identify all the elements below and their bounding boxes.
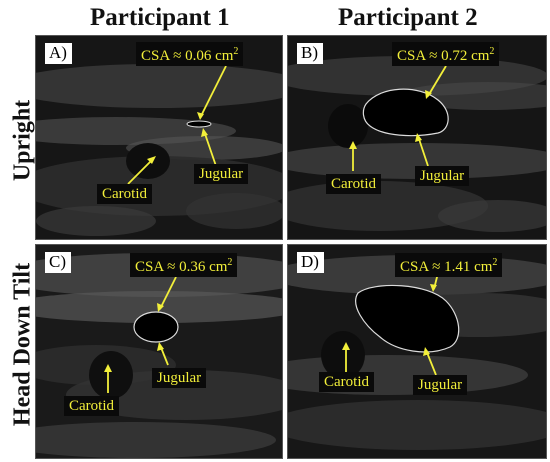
ultrasound-panel-b: B) CSA ≈ 0.72 cm2 Carotid Jugular [287, 35, 547, 240]
panel-label-a: A) [45, 43, 72, 64]
ultrasound-image-d [288, 245, 546, 458]
ultrasound-panel-a: A) CSA ≈ 0.06 cm2 Carotid Jugular [35, 35, 283, 240]
csa-annotation-b: CSA ≈ 0.72 cm2 [392, 42, 500, 66]
ultrasound-image-c [36, 245, 282, 458]
carotid-label-a: Carotid [97, 184, 152, 204]
panel-label-c: C) [45, 252, 71, 273]
row-title-upright: Upright [9, 99, 36, 182]
carotid-label-b: Carotid [326, 174, 381, 194]
ultrasound-image-a [36, 36, 282, 239]
row-title-head-down-tilt: Head Down Tilt [9, 262, 36, 427]
jugular-label-c: Jugular [152, 368, 207, 388]
csa-annotation-d: CSA ≈ 1.41 cm2 [395, 253, 503, 277]
jugular-label-d: Jugular [413, 375, 468, 395]
jugular-label-b: Jugular [415, 166, 470, 186]
ultrasound-image-b [288, 36, 546, 239]
jugular-label-a: Jugular [194, 164, 249, 184]
column-title-participant-2: Participant 2 [338, 4, 478, 31]
carotid-label-d: Carotid [319, 372, 374, 392]
ultrasound-panel-d: D) CSA ≈ 1.41 cm2 Carotid Jugular [287, 244, 547, 459]
carotid-label-c: Carotid [64, 396, 119, 416]
csa-annotation-c: CSA ≈ 0.36 cm2 [130, 253, 238, 277]
panel-label-d: D) [297, 252, 324, 273]
panel-label-b: B) [297, 43, 323, 64]
column-title-participant-1: Participant 1 [90, 4, 230, 31]
ultrasound-panel-c: C) CSA ≈ 0.36 cm2 Carotid Jugular [35, 244, 283, 459]
csa-annotation-a: CSA ≈ 0.06 cm2 [136, 42, 244, 66]
